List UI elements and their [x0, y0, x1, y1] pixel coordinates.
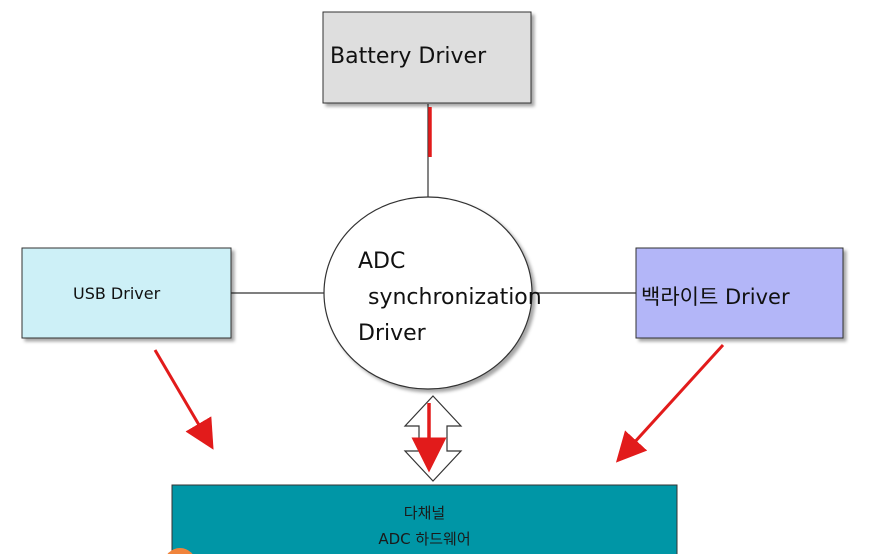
adc-hardware-line-1: 다채널	[403, 504, 446, 522]
adc-sync-driver-circle	[323, 196, 533, 390]
usb-driver-label: USB Driver	[73, 284, 161, 303]
backlight-red-arrow	[615, 343, 725, 463]
adc-sync-driver-label: ADC synchronization Driver	[358, 244, 542, 352]
backlight-driver-box	[635, 247, 844, 339]
battery-driver-label: Battery Driver	[330, 44, 487, 69]
pointer-marker	[167, 548, 193, 554]
adc-hardware-line-2: ADC 하드웨어	[378, 530, 471, 548]
adc-sync-line-2: synchronization	[368, 285, 542, 310]
adc-hardware-label: 다채널 ADC 하드웨어	[172, 500, 677, 552]
adc-sync-line-3: Driver	[358, 321, 426, 346]
bidirectional-arrow	[403, 395, 463, 482]
battery-driver-box	[322, 11, 532, 104]
usb-red-arrow	[153, 349, 214, 450]
backlight-driver-label: 백라이트 Driver	[641, 285, 790, 309]
usb-driver-box	[21, 247, 232, 339]
adc-hardware-box	[171, 484, 678, 554]
adc-sync-line-1: ADC	[358, 249, 406, 274]
